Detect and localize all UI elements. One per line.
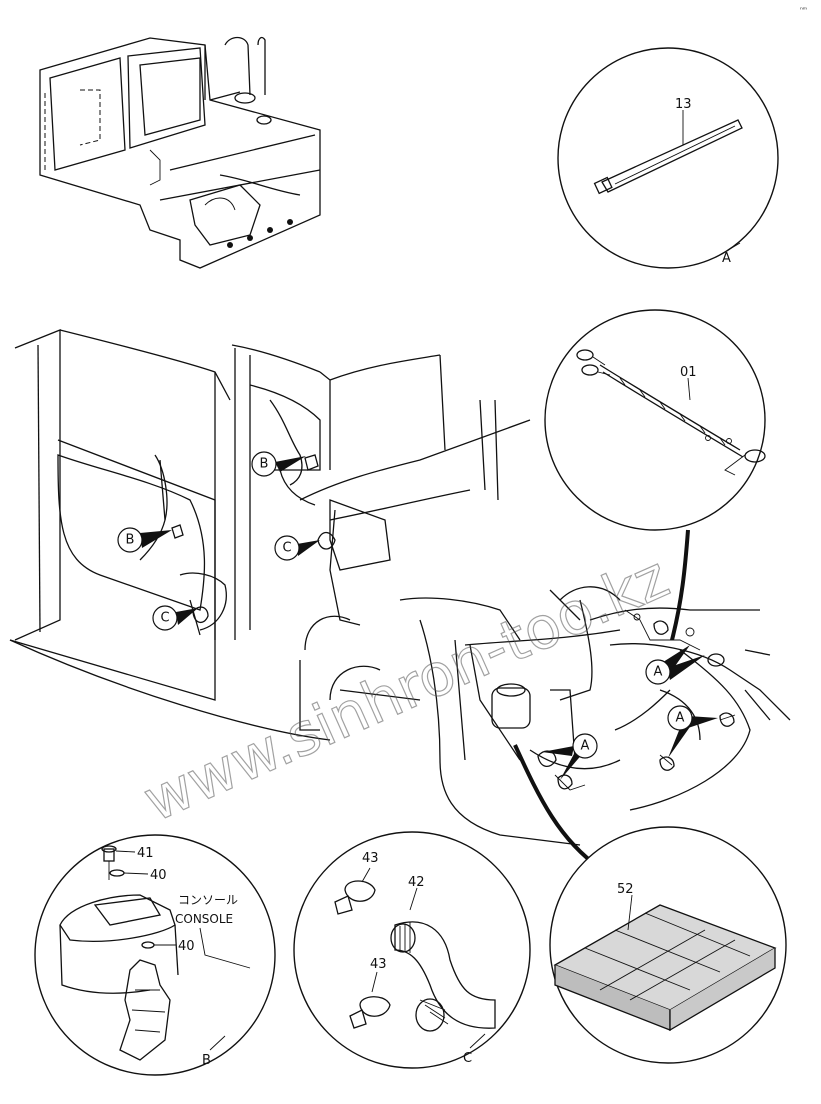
- callout-c-upper: C: [274, 535, 320, 561]
- detail-c-circle: 43 42 43 C: [293, 831, 531, 1069]
- corner-mark: ⁿᵐ: [800, 6, 807, 14]
- part-number-52: 52: [617, 882, 634, 897]
- callout-a-top: A: [645, 645, 705, 685]
- part-number-43-upper: 43: [362, 851, 379, 866]
- svg-text:B: B: [260, 457, 269, 472]
- callout-b-upper: B: [251, 451, 306, 477]
- svg-text:A: A: [654, 665, 663, 680]
- detail-b-circle: 41 40 40 コンソール CONSOLE B: [34, 834, 276, 1076]
- detail-a-label: A: [722, 251, 731, 266]
- excavator-overview: [39, 36, 321, 269]
- detail-c-label: C: [463, 1051, 472, 1066]
- svg-text:C: C: [282, 541, 291, 556]
- part-number-43-lower: 43: [370, 957, 387, 972]
- part-number-13: 13: [675, 97, 692, 112]
- foam-pad-detail-circle: 52: [549, 826, 787, 1064]
- part-number-41: 41: [137, 846, 154, 861]
- part-number-40-upper: 40: [150, 868, 167, 883]
- console-label-en: CONSOLE: [175, 912, 233, 926]
- callout-a-right: A: [667, 705, 718, 758]
- part-number-40-lower: 40: [178, 939, 195, 954]
- clamp-markers: [171, 454, 735, 790]
- callout-b-lower: B: [117, 527, 172, 553]
- part-number-42: 42: [408, 875, 425, 890]
- svg-text:A: A: [676, 711, 685, 726]
- main-cab-view: [9, 329, 791, 846]
- callout-c-lower: C: [152, 605, 198, 631]
- svg-text:A: A: [581, 739, 590, 754]
- detail-b-label: B: [202, 1053, 211, 1068]
- callout-a-left: A: [542, 733, 598, 780]
- detail-a-circle: 13 A: [557, 47, 779, 269]
- svg-text:C: C: [160, 611, 169, 626]
- harness-detail-circle: 01: [544, 309, 766, 531]
- console-label-jp: コンソール: [178, 893, 238, 907]
- part-number-01: 01: [680, 365, 697, 380]
- svg-text:B: B: [126, 533, 135, 548]
